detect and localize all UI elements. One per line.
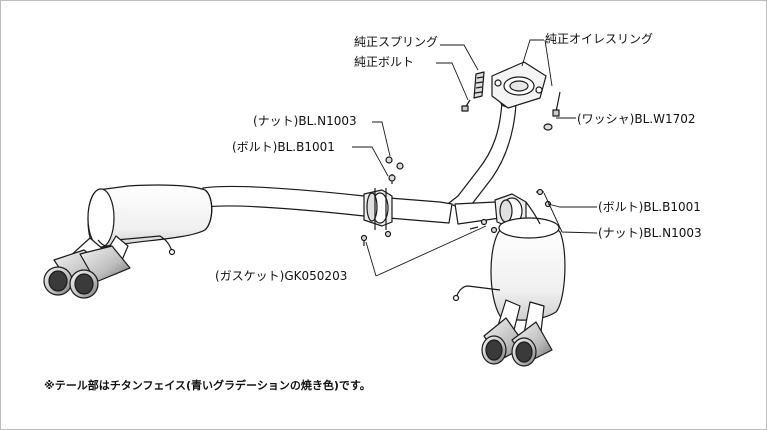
oem-spring-label: 純正スプリング xyxy=(354,35,439,49)
footnote: ※テール部はチタンフェイス(青いグラデーションの焼き色)です。 xyxy=(44,379,371,392)
center-joint-left xyxy=(363,188,393,230)
left-tail-pipes xyxy=(43,235,131,299)
nut-left-label: (ナット)BL.N1003 xyxy=(253,114,357,128)
left-center-pipe xyxy=(202,185,453,224)
right-muffler xyxy=(452,201,566,321)
washer-label: (ワッシャ)BL.W1702 xyxy=(577,112,696,126)
left-bolt-nut xyxy=(360,156,404,246)
front-pipe xyxy=(448,98,518,211)
right-bolt-nut xyxy=(469,188,552,234)
washer-bolt xyxy=(543,91,561,131)
bolt-right-label: (ボルト)BL.B1001 xyxy=(598,200,701,214)
oem-oil-ring-label: 純正オイレスリング xyxy=(545,32,654,46)
gasket-label: (ガスケット)GK050203 xyxy=(215,269,348,283)
right-tail-pipes xyxy=(481,299,553,367)
nut-right-label: (ナット)BL.N1003 xyxy=(598,226,702,240)
leader-lines xyxy=(352,39,598,277)
oem-spring-bolt xyxy=(461,71,485,112)
right-branch-pipe xyxy=(454,201,501,225)
front-flange xyxy=(491,61,547,109)
bolt-left-label: (ボルト)BL.B1001 xyxy=(232,140,335,154)
left-muffler xyxy=(87,184,213,256)
oem-bolt-label: 純正ボルト xyxy=(354,55,415,69)
